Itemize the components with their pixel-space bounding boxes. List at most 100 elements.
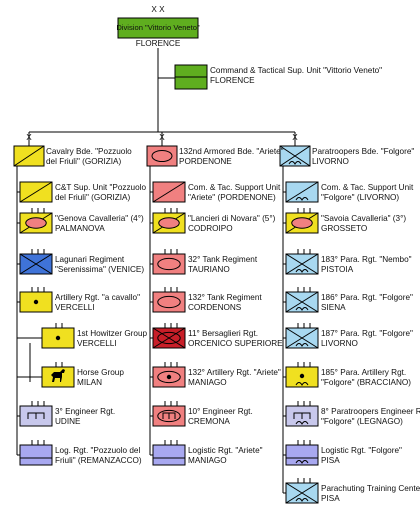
label-line: del Friuli" (GORIZIA) xyxy=(55,192,131,202)
brigade-echelon: X xyxy=(26,133,32,142)
label-line: Cavalry Bde. "Pozzuolo xyxy=(46,147,132,156)
unit-label: 183° Para. Rgt. "Nembo"PISTOIA xyxy=(321,255,412,274)
label-line: "Serenissima" (VENICE) xyxy=(55,264,145,274)
unit-1-5 xyxy=(152,366,186,388)
division-box xyxy=(117,17,199,39)
label-line: "Folgore" (LEGNAGO) xyxy=(321,416,403,426)
label-line: LIVORNO xyxy=(321,338,358,348)
label-line: Horse Group xyxy=(77,368,124,377)
cross-line xyxy=(152,327,186,349)
unit-label: Logistic Rgt. "Folgore"PISA xyxy=(321,446,402,465)
unit-label: "Lancieri di Novara" (5°)CODROIPO xyxy=(188,214,275,233)
label-line: Paratroopers Bde. "Folgore" xyxy=(312,147,415,156)
track-ellipse xyxy=(157,370,181,384)
label-line: 10° Engineer Rgt. xyxy=(188,407,253,416)
unit-label: Logistic Rgt. "Ariete"MANIAGO xyxy=(188,446,263,465)
unit-1-4 xyxy=(152,327,186,349)
label-line: MILAN xyxy=(77,377,103,387)
track-ellipse xyxy=(291,217,313,229)
unit-label: 3° Engineer Rgt.UDINE xyxy=(55,407,115,426)
label-line: LIVORNO xyxy=(312,156,349,166)
label-line: 3° Engineer Rgt. xyxy=(55,407,116,416)
unit-label: Lagunari Regiment"Serenissima" (VENICE) xyxy=(55,255,144,274)
unit-0-5 xyxy=(41,366,75,388)
unit-1-1 xyxy=(152,212,186,234)
label-line: MANIAGO xyxy=(188,377,227,387)
unit-0-3 xyxy=(19,291,53,313)
cross-line xyxy=(285,482,319,504)
unit-2-8 xyxy=(285,482,319,504)
horse-icon xyxy=(51,369,65,382)
label-line: MANIAGO xyxy=(188,455,227,465)
label-line: CORDENONS xyxy=(188,302,242,312)
unit-2-3 xyxy=(285,291,319,313)
label-line: SIENA xyxy=(321,302,346,312)
track-ellipse xyxy=(157,295,181,309)
unit-1-7 xyxy=(152,444,186,466)
unit-2-5 xyxy=(285,366,319,388)
unit-label: 8° Paratroopers Engineer Rgt."Folgore" (… xyxy=(321,407,420,426)
label-line: 132° Tank Regiment xyxy=(188,293,262,302)
unit-label: 185° Para. Artillery Rgt."Folgore" (BRAC… xyxy=(321,368,411,387)
diagonal-line xyxy=(152,181,186,203)
diagonal-line xyxy=(19,181,53,203)
parachute-mark xyxy=(295,421,309,425)
parachute-mark xyxy=(295,269,309,273)
label-line: PISTOIA xyxy=(321,264,354,274)
label-line: 132° Artillery Rgt. "Ariete" xyxy=(188,368,281,377)
artillery-dot xyxy=(299,373,305,379)
unit-2-2 xyxy=(285,253,319,275)
label-line: CODROIPO xyxy=(188,223,233,233)
division-location: FLORENCE xyxy=(135,39,181,48)
parachute-mark xyxy=(295,343,309,347)
label-line: TAURIANO xyxy=(188,264,230,274)
label-line: Log. Rgt. "Pozzuolo del xyxy=(55,446,141,455)
division-echelon: X X xyxy=(151,5,165,14)
artillery-dot xyxy=(166,374,172,380)
label-line: 11° Bersaglieri Rgt. xyxy=(188,329,259,338)
cross-line xyxy=(285,327,319,349)
label-line: PALMANOVA xyxy=(55,223,105,233)
cross-line xyxy=(19,253,53,275)
label-line: 183° Para. Rgt. "Nembo" xyxy=(321,255,412,264)
label-line: CREMONA xyxy=(188,416,230,426)
unit-1-2 xyxy=(152,253,186,275)
unit-1-0 xyxy=(152,181,186,203)
parachute-mark xyxy=(295,460,309,464)
unit-0-2 xyxy=(19,253,53,275)
artillery-dot xyxy=(55,335,61,341)
label-line: Command & Tactical Sup. Unit "Vittorio V… xyxy=(210,66,383,75)
label-line: "Folgore" (LIVORNO) xyxy=(321,192,400,202)
brigade-label: 132nd Armored Bde. "Ariete"PORDENONE xyxy=(179,147,284,166)
label-line: PISA xyxy=(321,455,340,465)
label-line: FLORENCE xyxy=(210,75,255,85)
unit-box xyxy=(152,444,186,466)
label-line: ORCENICO SUPERIORE xyxy=(188,338,283,348)
label-line: del Friuli" (GORIZIA) xyxy=(46,156,122,166)
label-line: 185° Para. Artillery Rgt. xyxy=(321,368,407,377)
label-line: "Lancieri di Novara" (5°) xyxy=(188,214,276,223)
track-ellipse xyxy=(158,217,180,229)
brigade-echelon: X xyxy=(159,133,165,142)
parachute-mark xyxy=(295,382,309,386)
unit-0-4 xyxy=(41,327,75,349)
brigade-label: Paratroopers Bde. "Folgore"LIVORNO xyxy=(312,147,414,166)
label-line: Logistic Rgt. "Ariete" xyxy=(188,446,263,455)
cross-line xyxy=(285,291,319,313)
unit-2-0 xyxy=(285,181,319,203)
hq-unit-label: Command & Tactical Sup. Unit "Vittorio V… xyxy=(210,66,382,85)
track-ellipse xyxy=(157,257,181,271)
unit-label: 187° Para. Rgt. "Folgore"LIVORNO xyxy=(321,329,413,348)
label-line: Parachuting Training Center xyxy=(321,484,420,493)
label-line: 32° Tank Regiment xyxy=(188,255,258,264)
label-line: Logistic Rgt. "Folgore" xyxy=(321,446,402,455)
unit-2-4 xyxy=(285,327,319,349)
unit-label: "Genova Cavalleria" (4°)PALMANOVA xyxy=(55,214,144,233)
unit-label: Com. & Tac. Support Unit"Folgore" (LIVOR… xyxy=(321,183,413,202)
